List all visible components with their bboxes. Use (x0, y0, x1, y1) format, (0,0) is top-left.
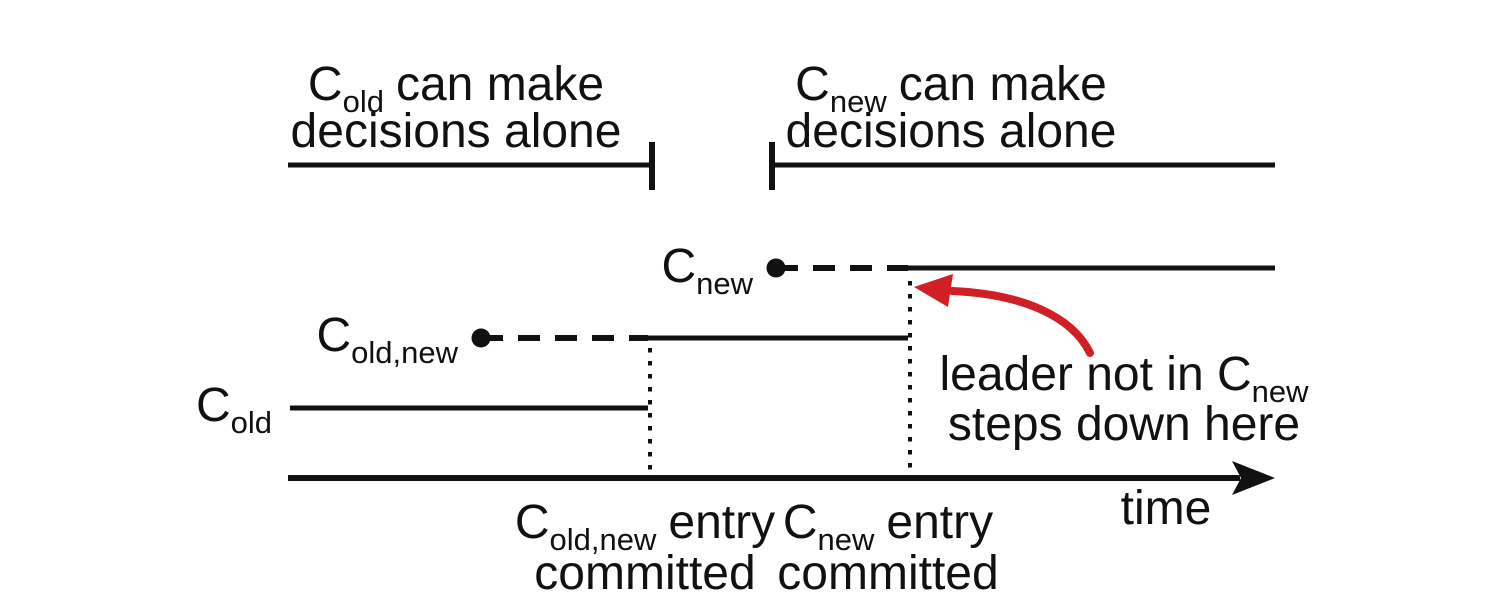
milestone-new-commit-sub: new (818, 522, 875, 557)
timeline-c-old-new-label-sub: old,new (351, 335, 458, 370)
milestone-old-new-commit-line2: committed (534, 547, 755, 600)
milestone-old-new-commit-line1: Cold,new entry (515, 496, 775, 557)
timeline-c-new: Cnew (661, 240, 1275, 301)
new-scope-sub: new (830, 84, 887, 119)
step-down-arrowhead-icon (914, 274, 953, 307)
timeline-c-old-new-label: Cold,new (316, 309, 458, 370)
milestone-old-new-commit-c: C (515, 496, 550, 549)
timeline-c-old-label-c: C (196, 379, 231, 432)
milestone-new-commit-c: C (783, 496, 818, 549)
old-scope-rest: can make (396, 58, 604, 111)
new-scope-line2: decisions alone (786, 105, 1117, 158)
old-scope-annotation: Cold can make decisions alone (288, 58, 655, 190)
old-scope-line1: Cold can make (308, 58, 604, 119)
timeline-c-new-label-sub: new (696, 266, 753, 301)
timeline-c-old-label-sub: old (231, 405, 272, 440)
milestone-new-commit-rest: entry (886, 496, 993, 549)
milestone-old-new-commit: Cold,new entry committed (515, 496, 775, 600)
step-down-note-text: leader not in C (939, 348, 1251, 401)
old-scope-c: C (308, 58, 343, 111)
timeline-c-old: Cold (196, 379, 648, 440)
new-scope-annotation: Cnew can make decisions alone (769, 58, 1275, 190)
time-axis-label: time (1121, 482, 1212, 535)
step-down-note-line1: leader not in Cnew (939, 348, 1309, 409)
milestone-old-new-commit-rest: entry (668, 496, 775, 549)
time-axis-arrowhead-icon (1232, 461, 1275, 495)
timeline-c-old-new: Cold,new (316, 309, 908, 370)
step-down-note-sub: new (1252, 374, 1309, 409)
timeline-c-old-label: Cold (196, 379, 272, 440)
milestone-new-commit-line2: committed (777, 547, 998, 600)
leader-step-down-callout: leader not in Cnew steps down here (914, 274, 1309, 451)
timeline-c-new-label: Cnew (661, 240, 753, 301)
old-scope-line2: decisions alone (291, 105, 622, 158)
new-scope-c: C (795, 58, 830, 111)
timeline-c-new-label-c: C (661, 240, 696, 293)
time-axis: time (288, 461, 1275, 535)
step-down-note-line2: steps down here (948, 398, 1300, 451)
milestone-new-commit: Cnew entry committed (777, 496, 998, 600)
new-scope-rest: can make (899, 58, 1107, 111)
step-down-arrow-curve (948, 287, 1094, 357)
old-scope-sub: old (343, 84, 384, 119)
milestone-new-commit-line1: Cnew entry (783, 496, 993, 557)
new-scope-line1: Cnew can make (795, 58, 1107, 119)
timeline-c-old-new-label-c: C (316, 309, 351, 362)
milestone-old-new-commit-sub: old,new (550, 522, 657, 557)
